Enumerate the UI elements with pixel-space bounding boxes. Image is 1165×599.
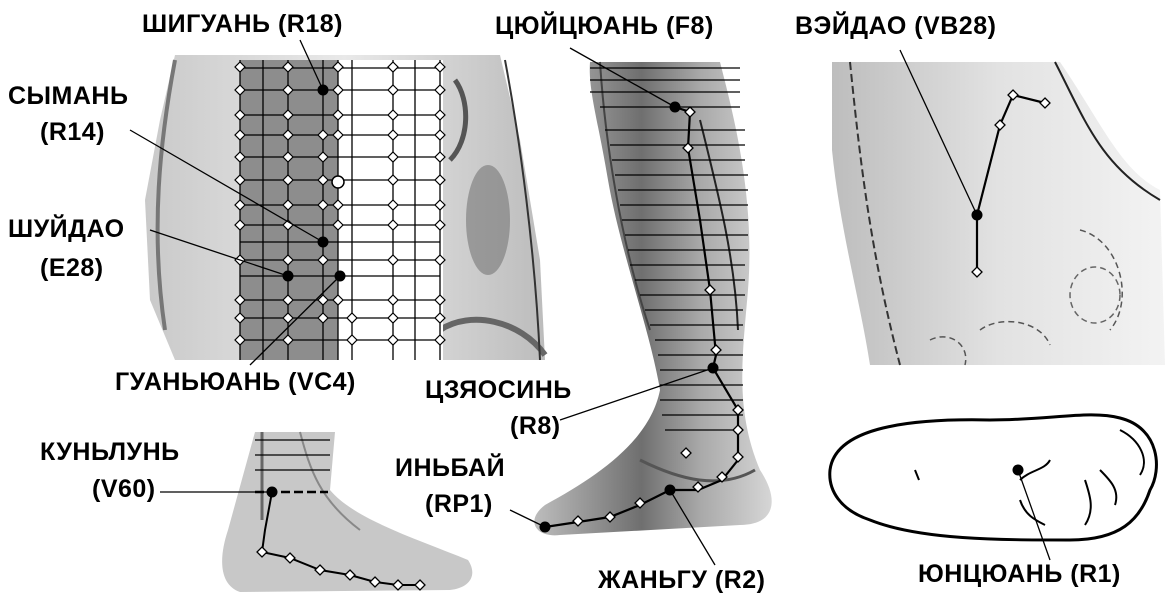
label-syman-code: (R14): [40, 120, 105, 145]
label-syman: СЫМАНЬ: [8, 84, 128, 109]
hip-illustration: [832, 62, 1165, 365]
label-tszyaosin-code: (R8): [510, 414, 561, 439]
label-shuydao: ШУЙДАО: [8, 217, 125, 242]
label-tsyuytsyuan: ЦЮЙЦЮАНЬ (F8): [495, 14, 714, 39]
label-yuntsyuan: ЮНЦЮАНЬ (R1): [918, 562, 1121, 587]
label-zhangu: ЖАНЬГУ (R2): [598, 568, 765, 593]
label-inbay-code: (RP1): [425, 492, 493, 517]
label-guanyuan: ГУАНЬЮАНЬ (VC4): [115, 370, 356, 395]
label-kunlun-code: (V60): [92, 477, 156, 502]
label-tszyaosin: ЦЗЯОСИНЬ: [425, 378, 572, 403]
label-shiguan: ШИГУАНЬ (R18): [142, 12, 343, 37]
abdomen-illustration: [145, 55, 545, 360]
label-shuydao-code: (E28): [40, 256, 104, 281]
leg-illustration: [534, 62, 771, 535]
label-kunlun: КУНЬЛУНЬ: [40, 440, 180, 465]
label-inbay: ИНЬБАЙ: [395, 456, 505, 481]
sole-illustration: [808, 368, 1165, 588]
label-veydao: ВЭЙДАО (VB28): [795, 14, 996, 39]
